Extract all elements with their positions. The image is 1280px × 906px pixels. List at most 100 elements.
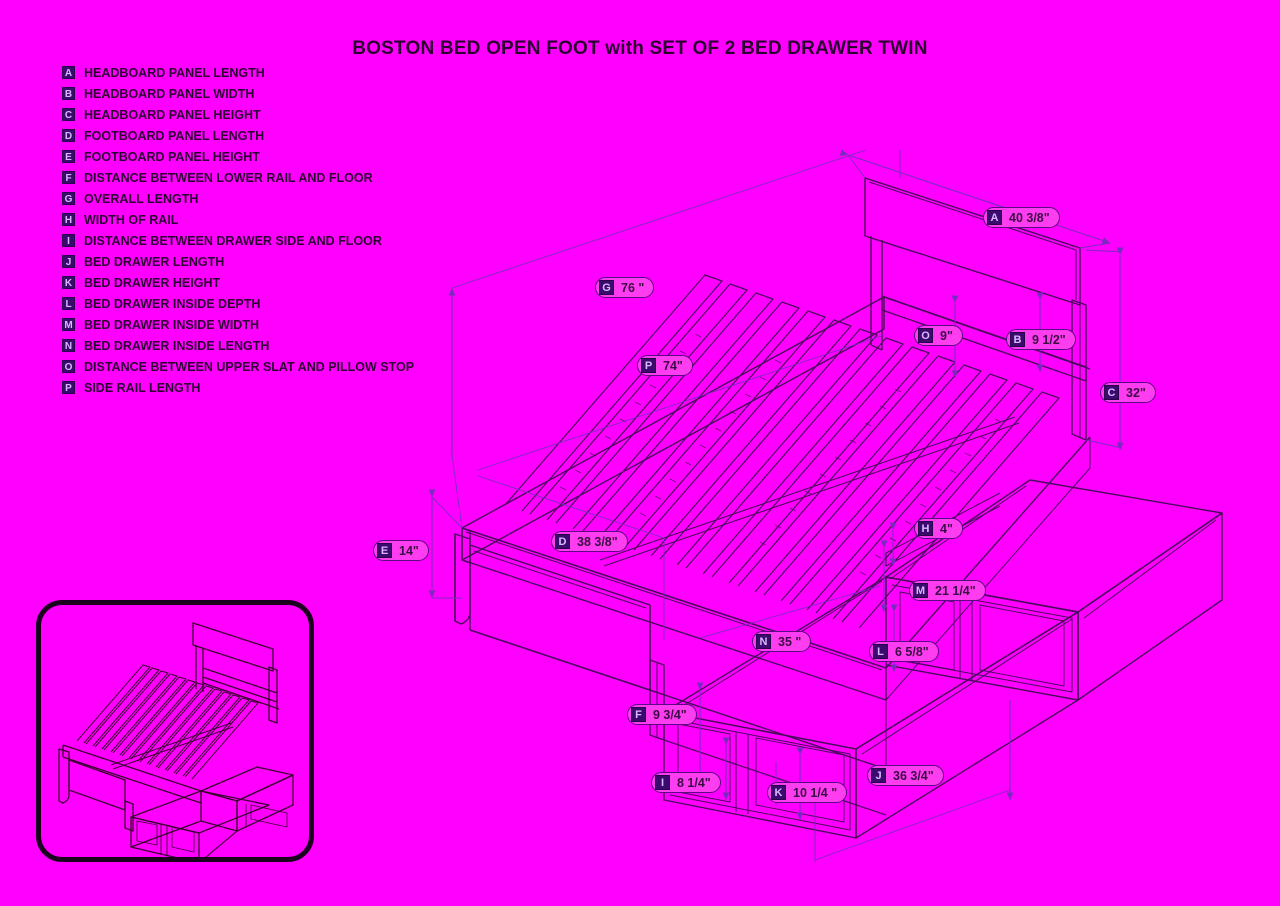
callout-d: D 38 3/8" — [551, 531, 628, 552]
callout-value: 40 3/8" — [1009, 210, 1050, 225]
callout-k: K 10 1/4 " — [767, 782, 848, 803]
legend-item-label: DISTANCE BETWEEN LOWER RAIL AND FLOOR — [84, 170, 373, 185]
page-title: BOSTON BED OPEN FOOT with SET OF 2 BED D… — [352, 38, 928, 59]
callout-h: H 4" — [914, 518, 963, 539]
legend-item-label: WIDTH OF RAIL — [84, 212, 179, 227]
legend-item-a: A HEADBOARD PANEL LENGTH — [62, 62, 582, 83]
legend-item-label: OVERALL LENGTH — [84, 191, 199, 206]
legend-item-i: I DISTANCE BETWEEN DRAWER SIDE AND FLOOR — [62, 230, 582, 251]
legend-key-badge: J — [62, 255, 75, 268]
callout-value: 4" — [940, 521, 953, 536]
callout-key-badge: M — [913, 583, 928, 598]
legend-item-m: M BED DRAWER INSIDE WIDTH — [62, 314, 582, 335]
callout-e: E 14" — [373, 540, 429, 561]
legend-key-badge: D — [62, 129, 75, 142]
legend-item-g: G OVERALL LENGTH — [62, 188, 582, 209]
callout-value: 38 3/8" — [577, 534, 618, 549]
callout-key-badge: J — [871, 768, 886, 783]
callout-key-badge: N — [756, 634, 771, 649]
legend-key-badge: O — [62, 360, 75, 373]
legend-item-label: BED DRAWER HEIGHT — [84, 275, 221, 290]
callout-n: N 35 " — [752, 631, 812, 652]
legend-item-c: C HEADBOARD PANEL HEIGHT — [62, 104, 582, 125]
callout-p: P 74" — [637, 355, 693, 376]
legend-key-badge: F — [62, 171, 75, 184]
reference-thumbnail — [36, 600, 314, 862]
callout-m: M 21 1/4" — [909, 580, 986, 601]
callout-a: A 40 3/8" — [983, 207, 1060, 228]
legend-item-label: BED DRAWER LENGTH — [84, 254, 225, 269]
legend: A HEADBOARD PANEL LENGTH B HEADBOARD PANEL … — [62, 62, 582, 398]
callout-key-badge: K — [771, 785, 786, 800]
legend-key-badge: H — [62, 213, 75, 226]
legend-key-badge: P — [62, 381, 75, 394]
legend-item-l: L BED DRAWER INSIDE DEPTH — [62, 293, 582, 314]
callout-i: I 8 1/4" — [651, 772, 721, 793]
callout-value: 36 3/4" — [893, 768, 934, 783]
legend-item-label: BED DRAWER INSIDE LENGTH — [84, 338, 270, 353]
callout-b: B 9 1/2" — [1006, 329, 1076, 350]
callout-value: 6 5/8" — [895, 644, 929, 659]
legend-item-label: HEADBOARD PANEL LENGTH — [84, 65, 265, 80]
legend-key-badge: K — [62, 276, 75, 289]
legend-key-badge: A — [62, 66, 75, 79]
callout-value: 9 1/2" — [1032, 332, 1066, 347]
legend-item-p: P SIDE RAIL LENGTH — [62, 377, 582, 398]
callout-key-badge: L — [873, 644, 888, 659]
legend-item-b: B HEADBOARD PANEL WIDTH — [62, 83, 582, 104]
legend-item-h: H WIDTH OF RAIL — [62, 209, 582, 230]
legend-item-f: F DISTANCE BETWEEN LOWER RAIL AND FLOOR — [62, 167, 582, 188]
callout-key-badge: P — [641, 358, 656, 373]
legend-item-label: SIDE RAIL LENGTH — [84, 380, 201, 395]
legend-item-label: BED DRAWER INSIDE WIDTH — [84, 317, 259, 332]
legend-item-label: FOOTBOARD PANEL LENGTH — [84, 128, 265, 143]
callout-value: 76 " — [621, 280, 645, 295]
callout-key-badge: A — [987, 210, 1002, 225]
callout-value: 21 1/4" — [935, 583, 976, 598]
legend-item-label: DISTANCE BETWEEN UPPER SLAT AND PILLOW S… — [84, 359, 415, 374]
legend-item-label: BED DRAWER INSIDE DEPTH — [84, 296, 261, 311]
legend-item-k: K BED DRAWER HEIGHT — [62, 272, 582, 293]
legend-item-d: D FOOTBOARD PANEL LENGTH — [62, 125, 582, 146]
callout-key-badge: I — [655, 775, 670, 790]
callout-key-badge: B — [1010, 332, 1025, 347]
callout-value: 9" — [940, 328, 953, 343]
legend-item-label: HEADBOARD PANEL WIDTH — [84, 86, 255, 101]
callout-key-badge: D — [555, 534, 570, 549]
callout-o: O 9" — [914, 325, 963, 346]
callout-f: F 9 3/4" — [627, 704, 697, 725]
callout-value: 14" — [399, 543, 419, 558]
callout-value: 74" — [663, 358, 683, 373]
legend-item-o: O DISTANCE BETWEEN UPPER SLAT AND PILLOW … — [62, 356, 582, 377]
callout-key-badge: C — [1104, 385, 1119, 400]
callout-key-badge: G — [599, 280, 614, 295]
callout-key-badge: F — [631, 707, 646, 722]
legend-item-e: E FOOTBOARD PANEL HEIGHT — [62, 146, 582, 167]
callout-key-badge: E — [377, 543, 392, 558]
legend-key-badge: M — [62, 318, 75, 331]
callout-value: 10 1/4 " — [793, 785, 838, 800]
legend-item-n: N BED DRAWER INSIDE LENGTH — [62, 335, 582, 356]
callout-j: J 36 3/4" — [867, 765, 944, 786]
legend-key-badge: B — [62, 87, 75, 100]
legend-item-label: DISTANCE BETWEEN DRAWER SIDE AND FLOOR — [84, 233, 382, 248]
callout-l: L 6 5/8" — [869, 641, 939, 662]
legend-key-badge: L — [62, 297, 75, 310]
legend-item-label: HEADBOARD PANEL HEIGHT — [84, 107, 261, 122]
callout-key-badge: O — [918, 328, 933, 343]
callout-value: 9 3/4" — [653, 707, 687, 722]
legend-key-badge: G — [62, 192, 75, 205]
legend-key-badge: N — [62, 339, 75, 352]
callout-value: 35 " — [778, 634, 802, 649]
callout-g: G 76 " — [595, 277, 655, 298]
legend-key-badge: E — [62, 150, 75, 163]
legend-item-j: J BED DRAWER LENGTH — [62, 251, 582, 272]
thumbnail-bed-drawing — [58, 622, 294, 857]
callout-key-badge: H — [918, 521, 933, 536]
callout-value: 8 1/4" — [677, 775, 711, 790]
legend-item-label: FOOTBOARD PANEL HEIGHT — [84, 149, 260, 164]
legend-key-badge: C — [62, 108, 75, 121]
legend-key-badge: I — [62, 234, 75, 247]
